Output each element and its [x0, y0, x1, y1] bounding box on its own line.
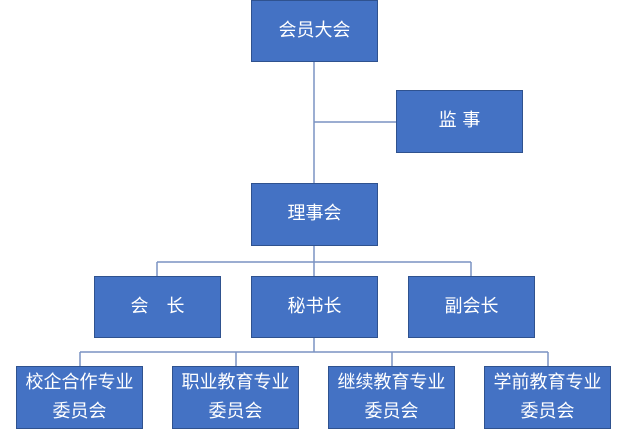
node-president: 会 长: [94, 276, 221, 338]
node-committee-label: 职业教育专业 委员会: [181, 371, 290, 422]
node-vice-president: 副会长: [408, 276, 535, 338]
node-committee-continuing: 继续教育专业 委员会: [328, 366, 455, 429]
node-secretary-general-label: 秘书长: [287, 295, 342, 317]
node-council-label: 理事会: [287, 203, 342, 225]
node-president-label: 会 长: [130, 295, 185, 317]
node-vice-president-label: 副会长: [444, 295, 499, 317]
node-committee-vocational: 职业教育专业 委员会: [172, 366, 299, 429]
node-committee-label: 继续教育专业 委员会: [337, 371, 446, 422]
node-committee-label: 学前教育专业 委员会: [493, 371, 602, 422]
node-secretary-general: 秘书长: [251, 276, 378, 338]
node-committee-school-enterprise: 校企合作专业 委员会: [16, 366, 143, 429]
node-assembly-label: 会员大会: [278, 19, 351, 41]
node-council: 理事会: [251, 183, 378, 246]
node-committee-label: 校企合作专业 委员会: [25, 371, 134, 422]
node-assembly: 会员大会: [251, 0, 378, 62]
node-supervisor: 监 事: [396, 90, 523, 153]
node-committee-preschool: 学前教育专业 委员会: [484, 366, 611, 429]
node-supervisor-label: 监 事: [438, 110, 481, 132]
